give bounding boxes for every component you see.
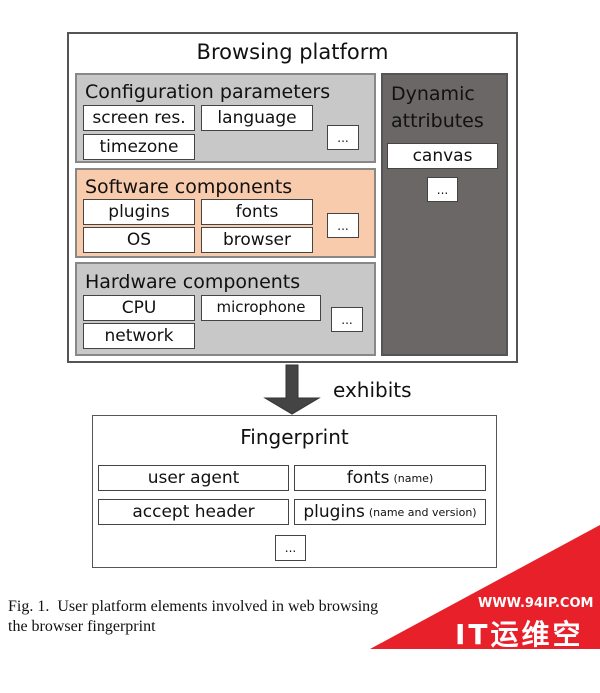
software-more: ... (327, 213, 359, 238)
software-title: Software components (85, 176, 293, 198)
item-label: plugins (303, 502, 365, 522)
down-arrow-icon (263, 364, 321, 415)
fingerprint-more: ... (275, 535, 306, 561)
fingerprint-item-accept-header: accept header (98, 499, 289, 525)
watermark-triangle (370, 525, 600, 649)
browsing-platform-box (67, 32, 518, 363)
caption-line2: the browser fingerprint (8, 618, 156, 635)
hardware-title: Hardware components (85, 271, 301, 293)
config-item-screen-res: screen res. (83, 105, 195, 131)
dynamic-attributes-panel (381, 73, 508, 356)
hardware-item-cpu: CPU (83, 295, 195, 321)
software-item-os: OS (83, 227, 195, 253)
browsing-platform-title: Browsing platform (196, 40, 389, 64)
watermark-url: WWW.94IP.COM (478, 596, 594, 611)
configuration-title: Configuration parameters (85, 81, 331, 103)
dynamic-more: ... (427, 177, 458, 202)
hardware-more: ... (331, 307, 363, 332)
fingerprint-box (92, 415, 497, 568)
fingerprint-item-user-agent: user agent (98, 465, 289, 491)
software-item-browser: browser (201, 227, 313, 253)
software-item-plugins: plugins (83, 199, 195, 225)
item-note: (name) (393, 471, 434, 485)
watermark-name: IT运维空间 (455, 618, 584, 691)
caption-line1: Fig. 1. User platform elements involved … (8, 598, 379, 615)
hardware-item-microphone: microphone (201, 295, 321, 321)
item-label: user agent (147, 468, 240, 488)
config-item-language: language (201, 105, 313, 131)
fingerprint-item-plugins: plugins(name and version) (294, 499, 486, 525)
dynamic-item-canvas: canvas (387, 143, 498, 169)
item-label: fonts (346, 468, 390, 488)
dynamic-title-line2: attributes (391, 110, 484, 132)
config-more: ... (327, 125, 359, 150)
dynamic-title-line1: Dynamic (391, 83, 475, 105)
fingerprint-title: Fingerprint (240, 425, 349, 449)
item-note: (name and version) (368, 505, 477, 519)
software-item-fonts: fonts (201, 199, 313, 225)
arrow-label: exhibits (333, 378, 412, 402)
item-label: accept header (132, 502, 255, 522)
hardware-item-network: network (83, 323, 195, 349)
config-item-timezone: timezone (83, 134, 195, 160)
fingerprint-item-fonts: fonts(name) (294, 465, 486, 491)
